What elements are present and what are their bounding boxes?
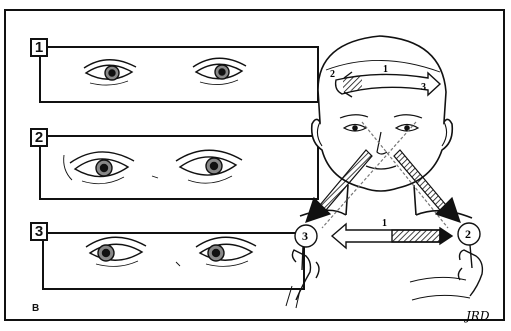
head-arrow-mid-label: 1: [383, 64, 388, 75]
eyes-straight: [84, 58, 246, 85]
left-hand-target-label: 3: [302, 229, 308, 243]
head-arrow-end-label: 3: [421, 82, 426, 93]
eyes-looking-left: [86, 237, 256, 266]
hand-arrow: [332, 224, 452, 248]
head-arrow-start-label: 2: [330, 69, 335, 80]
right-hand-target-label: 2: [465, 227, 471, 241]
eyes-looking-right: [64, 150, 242, 183]
panel-label: B: [32, 303, 39, 314]
artist-signature: JRD: [463, 309, 490, 323]
hand-arrow-mid-label: 1: [382, 218, 387, 229]
